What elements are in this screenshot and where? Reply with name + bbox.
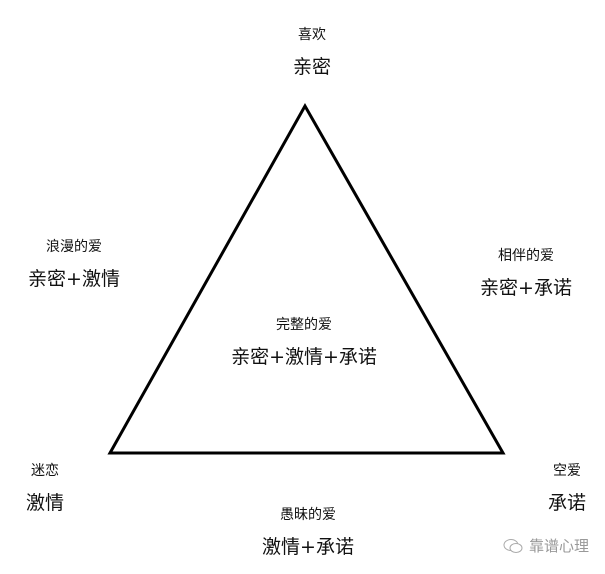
node-bottom: 愚昧的爱 激情+承诺 [262, 504, 354, 559]
node-top-sub: 喜欢 [297, 27, 326, 43]
node-bottom-right: 空爱 承诺 [548, 460, 586, 515]
node-left-main: 亲密+激情 [28, 268, 120, 290]
node-right-sub: 相伴的爱 [497, 248, 554, 264]
node-center-sub: 完整的爱 [276, 317, 332, 333]
node-right: 相伴的爱 亲密+承诺 [480, 245, 572, 300]
node-bottom-main: 激情+承诺 [262, 536, 354, 558]
wechat-icon [503, 538, 523, 553]
node-bottom-right-sub: 空爱 [552, 463, 581, 479]
node-top: 喜欢 亲密 [293, 24, 331, 79]
node-top-main: 亲密 [292, 56, 332, 78]
node-bottom-right-main: 承诺 [547, 492, 587, 514]
node-center: 完整的爱 亲密+激情+承诺 [231, 314, 377, 369]
watermark: 靠谱心理 [503, 535, 589, 556]
node-center-main: 亲密+激情+承诺 [231, 346, 377, 368]
node-bottom-sub: 愚昧的爱 [279, 507, 336, 523]
triangle-shape [107, 102, 506, 455]
node-left-sub: 浪漫的爱 [45, 239, 102, 255]
node-left: 浪漫的爱 亲密+激情 [28, 236, 120, 291]
node-bottom-left: 迷恋 激情 [26, 460, 64, 515]
node-right-main: 亲密+承诺 [480, 277, 572, 299]
node-bottom-left-main: 激情 [25, 492, 65, 514]
node-bottom-left-sub: 迷恋 [30, 463, 59, 479]
watermark-text: 靠谱心理 [529, 537, 590, 555]
